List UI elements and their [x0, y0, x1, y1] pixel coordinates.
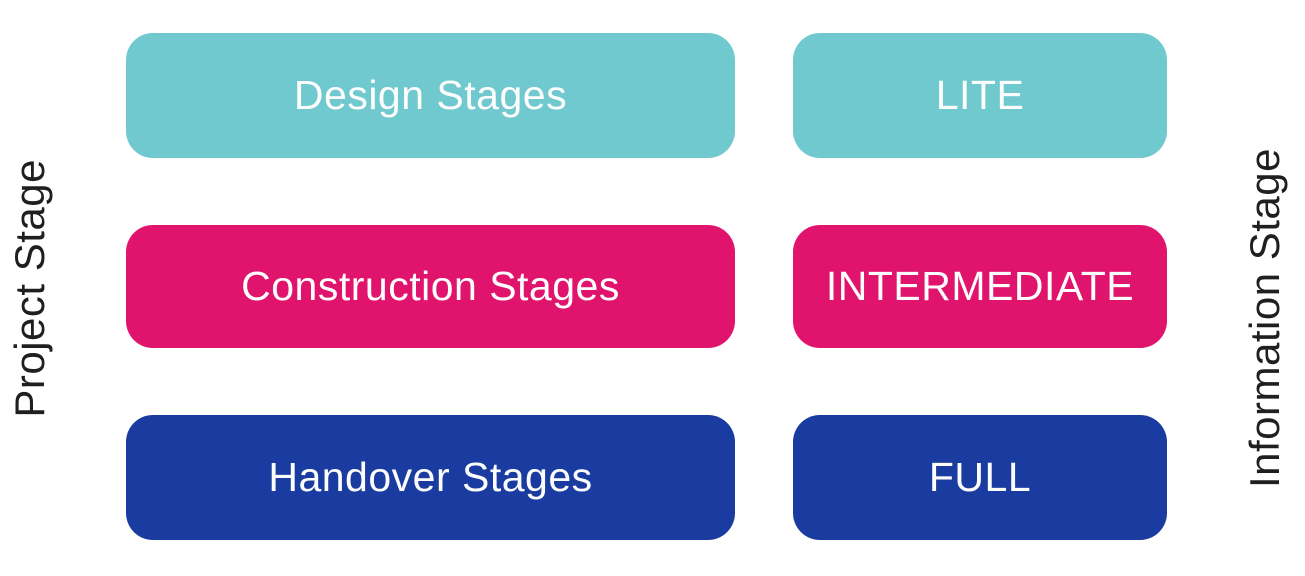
handover-stages-box: Handover Stages — [126, 415, 735, 540]
project-stage-axis-label: Project Stage — [0, 0, 60, 576]
intermediate-box: INTERMEDIATE — [793, 225, 1167, 348]
design-stages-box: Design Stages — [126, 33, 735, 158]
full-label: FULL — [928, 454, 1032, 500]
project-stage-axis-text: Project Stage — [6, 158, 53, 418]
information-stage-axis-label: Information Stage — [1234, 60, 1296, 576]
construction-stages-label: Construction Stages — [241, 263, 620, 309]
lite-box: LITE — [793, 33, 1167, 158]
information-stage-axis-text: Information Stage — [1241, 147, 1288, 489]
construction-stages-box: Construction Stages — [126, 225, 735, 348]
full-box: FULL — [793, 415, 1167, 540]
handover-stages-label: Handover Stages — [268, 454, 593, 500]
lite-label: LITE — [935, 72, 1025, 118]
design-stages-label: Design Stages — [293, 72, 568, 118]
intermediate-label: INTERMEDIATE — [825, 263, 1135, 309]
